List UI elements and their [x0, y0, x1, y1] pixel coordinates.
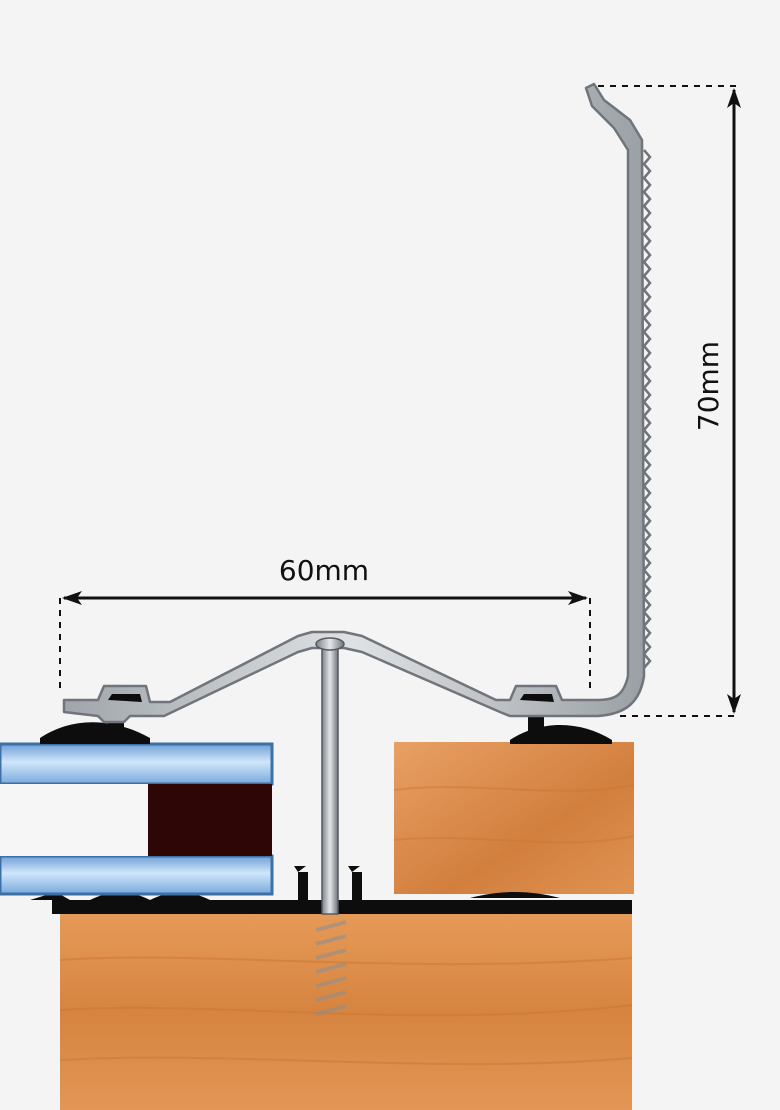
upstand-serrations — [642, 149, 652, 669]
glazing-panel — [0, 742, 274, 896]
screw-thread — [315, 990, 347, 1002]
height-dimension-label: 70mm — [692, 341, 725, 431]
lower-timber-rafter — [59, 914, 633, 1110]
right-timber-block — [393, 742, 635, 894]
width-dimension: 60mm — [62, 554, 588, 605]
height-dimension: 70mm — [692, 88, 741, 714]
dimension-guides — [59, 85, 740, 717]
glazing-spacer — [148, 784, 272, 856]
screw-thread — [315, 948, 347, 960]
screw-thread — [315, 976, 347, 988]
serration-edge — [642, 149, 652, 669]
screw-thread — [315, 962, 347, 974]
width-dimension-label: 60mm — [279, 554, 369, 587]
base-gasket-strip — [30, 866, 632, 914]
screw-thread — [315, 934, 347, 946]
aluminium-glazing-bar-cap — [62, 82, 646, 724]
screw-thread — [315, 1004, 347, 1016]
fixing-screw — [315, 637, 347, 1016]
upper-gasket-right — [510, 712, 612, 744]
screw-thread — [315, 920, 347, 932]
